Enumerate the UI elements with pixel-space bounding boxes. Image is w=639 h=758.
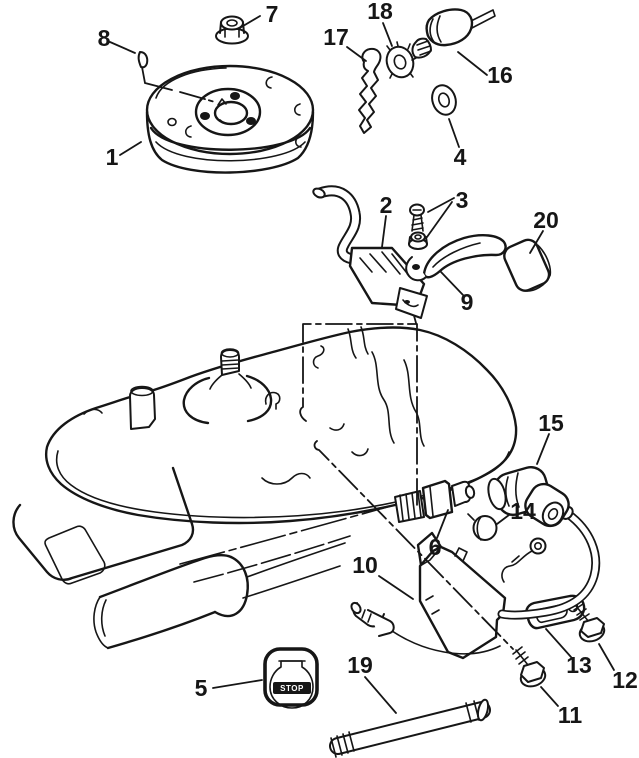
part-label-15: 15 bbox=[538, 410, 564, 436]
grommet bbox=[467, 513, 498, 541]
fuel-tube bbox=[329, 698, 491, 758]
lever-alignment-line bbox=[299, 323, 418, 506]
leader-6 bbox=[436, 509, 449, 539]
throttle-lever-assembly bbox=[312, 185, 428, 319]
leader-16 bbox=[457, 51, 488, 76]
part-label-1: 1 bbox=[106, 144, 119, 170]
part-label-9: 9 bbox=[461, 289, 474, 315]
plug-terminal bbox=[464, 485, 476, 499]
ignition-coil bbox=[350, 531, 547, 660]
spark-plug-cable bbox=[497, 506, 601, 620]
part-label-16: 16 bbox=[487, 62, 513, 88]
flywheel-nut bbox=[215, 15, 249, 45]
leader-5 bbox=[212, 679, 263, 689]
part-label-19: 19 bbox=[347, 652, 373, 678]
leader-1 bbox=[119, 141, 142, 156]
part-label-20: 20 bbox=[533, 207, 559, 233]
part-label-5: 5 bbox=[195, 675, 208, 701]
part-label-7: 7 bbox=[266, 1, 279, 27]
part-label-6: 6 bbox=[429, 534, 442, 560]
ignition-key bbox=[358, 47, 382, 134]
part-label-17: 17 bbox=[323, 24, 349, 50]
leader-8 bbox=[109, 41, 136, 54]
woodruff-key bbox=[137, 51, 216, 103]
leader-9 bbox=[440, 271, 464, 296]
pan-slot bbox=[44, 525, 106, 585]
engine-cowl bbox=[12, 326, 518, 650]
stop-button-emblem: STOP bbox=[263, 647, 319, 709]
flywheel bbox=[145, 64, 315, 174]
key-switch bbox=[411, 8, 496, 59]
leader-lines bbox=[109, 15, 615, 714]
coil-terminal bbox=[454, 547, 468, 562]
part-labels: 1 2 3 4 5 6 7 8 9 10 11 12 13 14 15 16 1… bbox=[98, 0, 638, 728]
filler-cap bbox=[220, 349, 240, 376]
coil-primary-wire bbox=[350, 601, 501, 655]
part-label-11: 11 bbox=[558, 702, 583, 728]
key-switch-face-nut bbox=[385, 41, 417, 79]
part-label-13: 13 bbox=[566, 652, 592, 678]
leader-7 bbox=[237, 15, 261, 30]
leader-2 bbox=[381, 215, 387, 248]
part-label-3: 3 bbox=[456, 187, 469, 213]
leader-18 bbox=[382, 22, 393, 47]
part-label-10: 10 bbox=[352, 552, 378, 578]
coil-alignment-line bbox=[313, 440, 514, 650]
screw-and-nut bbox=[408, 203, 428, 250]
bolt-12 bbox=[573, 603, 606, 643]
rubber-pad bbox=[503, 238, 552, 292]
leader-14 bbox=[496, 514, 510, 525]
leader-20 bbox=[529, 230, 544, 254]
leader-3 bbox=[426, 197, 455, 238]
lower-pan bbox=[12, 466, 195, 585]
leader-11 bbox=[540, 686, 559, 707]
leader-19 bbox=[364, 676, 397, 714]
spark-plug-boot bbox=[487, 466, 570, 528]
leader-15 bbox=[536, 433, 550, 465]
leader-17 bbox=[346, 46, 367, 62]
part-label-14: 14 bbox=[510, 498, 536, 524]
shift-lever bbox=[405, 234, 507, 282]
bolt-11 bbox=[512, 646, 547, 688]
cable-clamp bbox=[395, 287, 428, 319]
part-label-4: 4 bbox=[454, 144, 467, 170]
leader-10 bbox=[378, 575, 414, 600]
recoil-recess bbox=[182, 376, 211, 425]
emblem-text: STOP bbox=[280, 684, 304, 693]
ring-terminal-wire bbox=[501, 537, 547, 583]
washer bbox=[431, 84, 457, 116]
part-label-18: 18 bbox=[367, 0, 393, 24]
part-label-8: 8 bbox=[98, 25, 111, 51]
leader-12 bbox=[598, 643, 615, 671]
part-label-12: 12 bbox=[612, 667, 638, 693]
leader-4 bbox=[448, 118, 460, 148]
cowl-rim-line bbox=[55, 450, 510, 519]
part-label-2: 2 bbox=[380, 192, 393, 218]
leader-13 bbox=[545, 628, 572, 658]
handle-tube bbox=[93, 542, 346, 650]
flywheel-hub bbox=[194, 87, 262, 137]
